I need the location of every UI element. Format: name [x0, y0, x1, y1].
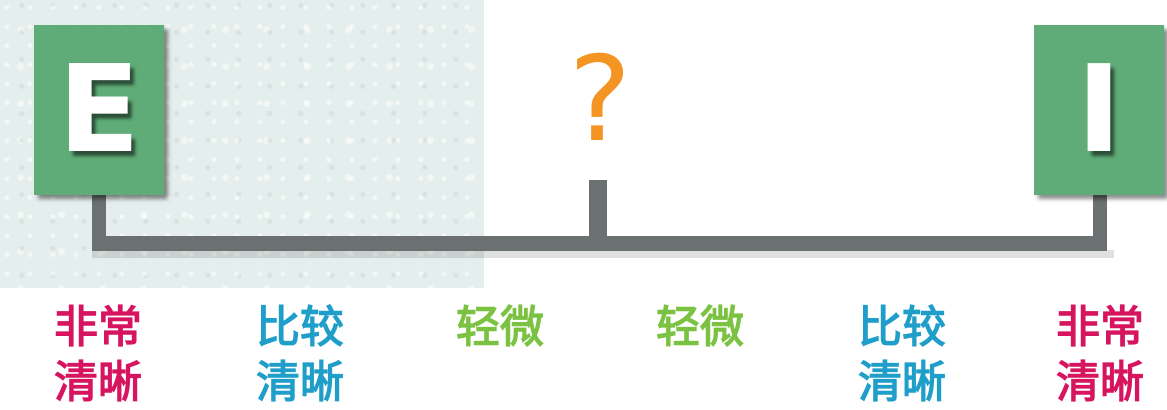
- scale-label-line1: 比较: [858, 302, 946, 353]
- right-pole-box: I: [1034, 25, 1164, 195]
- scale-label-line1: 非常: [54, 302, 142, 353]
- scale-label-line1: 轻微: [456, 302, 544, 353]
- scale-label-fairly-clear-right: 比较 清晰: [832, 300, 972, 410]
- question-mark-symbol: ?: [568, 30, 632, 168]
- scale-label-line2: 清晰: [1056, 357, 1144, 408]
- scale-label-line1: 比较: [256, 302, 344, 353]
- scale-label-line2: 清晰: [858, 357, 946, 408]
- left-pole-letter: E: [58, 40, 140, 180]
- scale-label-slight-left: 轻微: [430, 300, 570, 355]
- scale-label-line2: 清晰: [256, 357, 344, 408]
- scale-label-line1: 轻微: [656, 302, 744, 353]
- scale-label-very-clear-left: 非常 清晰: [28, 300, 168, 410]
- scale-label-fairly-clear-left: 比较 清晰: [230, 300, 370, 410]
- scale-label-line2: 清晰: [54, 357, 142, 408]
- scale-label-very-clear-right: 非常 清晰: [1030, 300, 1167, 410]
- connector-horizontal: [92, 236, 1107, 251]
- left-pole-box: E: [34, 25, 164, 195]
- connector-center-vertical: [589, 180, 607, 250]
- connector-horizontal-shadow: [92, 250, 1114, 258]
- scale-label-slight-right: 轻微: [630, 300, 770, 355]
- scale-label-line1: 非常: [1056, 302, 1144, 353]
- right-pole-letter: I: [1076, 40, 1122, 180]
